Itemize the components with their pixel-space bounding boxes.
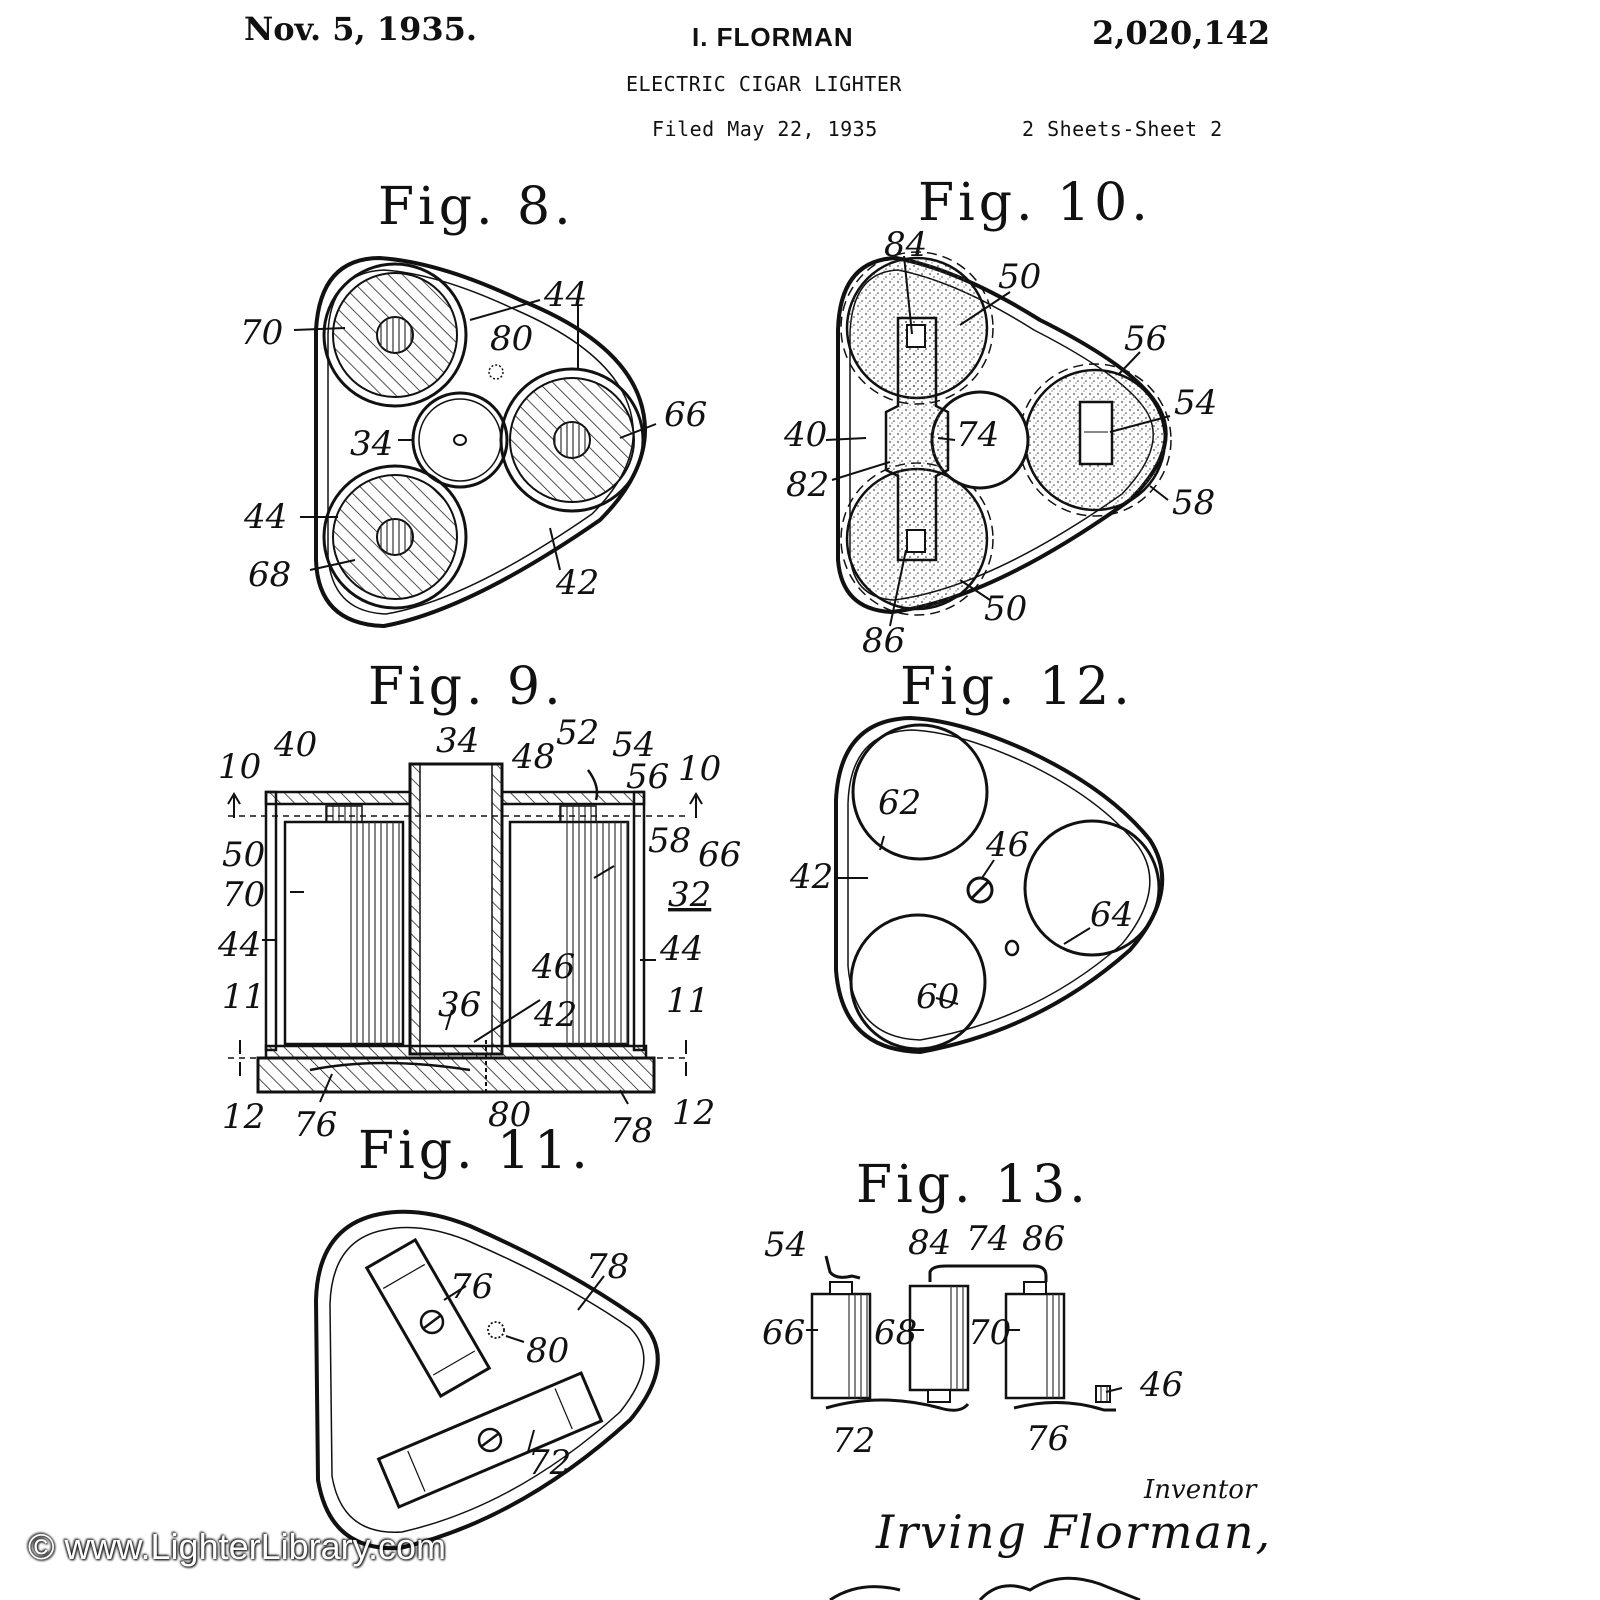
fig12-label-46: 46 — [985, 825, 1029, 865]
sheet-count: 2 Sheets-Sheet 2 — [1022, 117, 1223, 141]
inventor-signature: Irving Florman, — [875, 1505, 1272, 1559]
figure-11-title: Fig. 11. — [358, 1121, 592, 1181]
figure-11-housing — [313, 1209, 660, 1551]
fig8-label-70: 70 — [240, 313, 283, 353]
fig9-label-34: 34 — [436, 721, 479, 761]
fig9-label-10b: 10 — [678, 749, 721, 789]
fig9-label-42: 42 — [533, 995, 577, 1035]
fig9-label-11a: 11 — [222, 977, 265, 1017]
cell-opening-60 — [849, 913, 987, 1051]
battery-66-side — [810, 1281, 872, 1400]
fig9-label-80: 80 — [488, 1095, 531, 1135]
signature-flourish — [829, 1576, 1141, 1600]
figure-8-title: Fig. 8. — [378, 177, 575, 237]
fig9-label-50: 50 — [222, 835, 265, 875]
fig9-label-44b: 44 — [659, 929, 703, 969]
fig13-label-46: 46 — [1139, 1365, 1183, 1405]
fig9-label-40: 40 — [273, 725, 317, 765]
fig12-label-64: 64 — [1090, 895, 1133, 935]
patent-date: Nov. 5, 1935. — [244, 10, 477, 48]
fig13-label-86: 86 — [1022, 1219, 1065, 1259]
figure-8: Fig. 8. 70 — [240, 177, 707, 629]
fig13-label-72: 72 — [832, 1421, 875, 1461]
fig13-label-74: 74 — [966, 1219, 1009, 1259]
fig9-label-12b: 12 — [672, 1093, 715, 1133]
fig9-label-52: 52 — [556, 713, 599, 753]
figure-10-title: Fig. 10. — [918, 173, 1152, 233]
patent-number: 2,020,142 — [1092, 14, 1271, 52]
fig12-label-62: 62 — [878, 783, 921, 823]
fig11-label-80: 80 — [526, 1331, 569, 1371]
fig11-label-78: 78 — [586, 1247, 629, 1287]
contact-strip-76 — [364, 1237, 492, 1399]
watermark: © www.LighterLibrary.com — [28, 1526, 446, 1567]
fig9-label-58: 58 — [648, 821, 691, 861]
figure-13: Fig. 13. 54 84 74 86 66 68 70 — [762, 1155, 1183, 1461]
fig10-label-84: 84 — [884, 225, 927, 265]
fig9-label-66: 66 — [698, 835, 741, 875]
battery-top-70 — [322, 262, 468, 408]
fig13-label-66: 66 — [762, 1313, 805, 1353]
fig12-label-60: 60 — [916, 977, 959, 1017]
battery-right-66 — [499, 367, 645, 513]
fig11-label-72: 72 — [528, 1443, 571, 1483]
battery-bottom-68 — [322, 464, 468, 610]
figure-10: Fig. 10. 84 50 56 54 40 74 82 58 50 86 — [783, 173, 1217, 661]
figure-11: Fig. 11. 76 78 80 72 — [313, 1121, 660, 1551]
fig9-label-46: 46 — [531, 947, 575, 987]
fig8-label-44a: 44 — [543, 275, 587, 315]
fig11-label-76: 76 — [450, 1267, 493, 1307]
fig8-label-68: 68 — [248, 555, 291, 595]
fig10-label-50b: 50 — [984, 589, 1027, 629]
fig13-label-76: 76 — [1026, 1419, 1069, 1459]
fig8-label-80: 80 — [490, 319, 533, 359]
figure-12: Fig. 12. 62 46 42 64 60 — [789, 657, 1165, 1055]
figure-8-housing — [314, 255, 647, 629]
figure-13-title: Fig. 13. — [856, 1155, 1090, 1215]
figure-12-title: Fig. 12. — [900, 657, 1134, 717]
fig10-label-74: 74 — [956, 415, 999, 455]
fig10-label-56: 56 — [1124, 319, 1167, 359]
fig9-label-76: 76 — [294, 1105, 337, 1145]
fig13-label-68: 68 — [874, 1313, 917, 1353]
fig9-label-54: 54 — [612, 725, 655, 765]
fig8-label-42: 42 — [555, 563, 599, 603]
figure-9-title: Fig. 9. — [368, 657, 565, 717]
fig9-label-44a: 44 — [217, 925, 261, 965]
fig9-label-56: 56 — [626, 757, 669, 797]
cell-opening-64 — [1023, 819, 1161, 957]
fig12-label-42: 42 — [789, 857, 833, 897]
fig9-label-10a: 10 — [218, 747, 261, 787]
fig10-label-50a: 50 — [998, 257, 1041, 297]
figure-9: Fig. 9. 10 40 34 48 52 — [217, 657, 741, 1151]
fig9-label-11b: 11 — [666, 981, 709, 1021]
fig8-label-66: 66 — [664, 395, 707, 435]
fig13-label-84: 84 — [908, 1223, 951, 1263]
fig10-label-58: 58 — [1172, 483, 1215, 523]
filed-date: Filed May 22, 1935 — [652, 117, 878, 141]
fig8-label-44b: 44 — [243, 497, 287, 537]
connector-strip-82 — [884, 316, 950, 562]
fig9-label-36: 36 — [438, 985, 481, 1025]
fig10-label-86: 86 — [862, 621, 905, 661]
figure-12-housing — [834, 715, 1165, 1055]
fig9-label-48: 48 — [511, 737, 555, 777]
battery-68-side — [908, 1284, 970, 1403]
fig8-label-34: 34 — [350, 424, 393, 464]
fig9-label-32: 32 — [668, 875, 711, 915]
battery-70-side — [1004, 1281, 1066, 1400]
fig9-label-78: 78 — [610, 1111, 653, 1151]
fig10-label-82: 82 — [786, 465, 829, 505]
fig13-label-54: 54 — [764, 1225, 807, 1265]
inventor-caption: Inventor — [1143, 1475, 1258, 1505]
fig10-label-40: 40 — [783, 415, 827, 455]
patent-title: ELECTRIC CIGAR LIGHTER — [626, 72, 902, 96]
fig10-label-54: 54 — [1174, 383, 1217, 423]
fig9-label-70: 70 — [222, 875, 265, 915]
cell-opening-62 — [851, 723, 989, 861]
inventor-header: I. FLORMAN — [692, 22, 854, 52]
fig9-label-12a: 12 — [222, 1097, 265, 1137]
fig13-label-70: 70 — [968, 1313, 1011, 1353]
